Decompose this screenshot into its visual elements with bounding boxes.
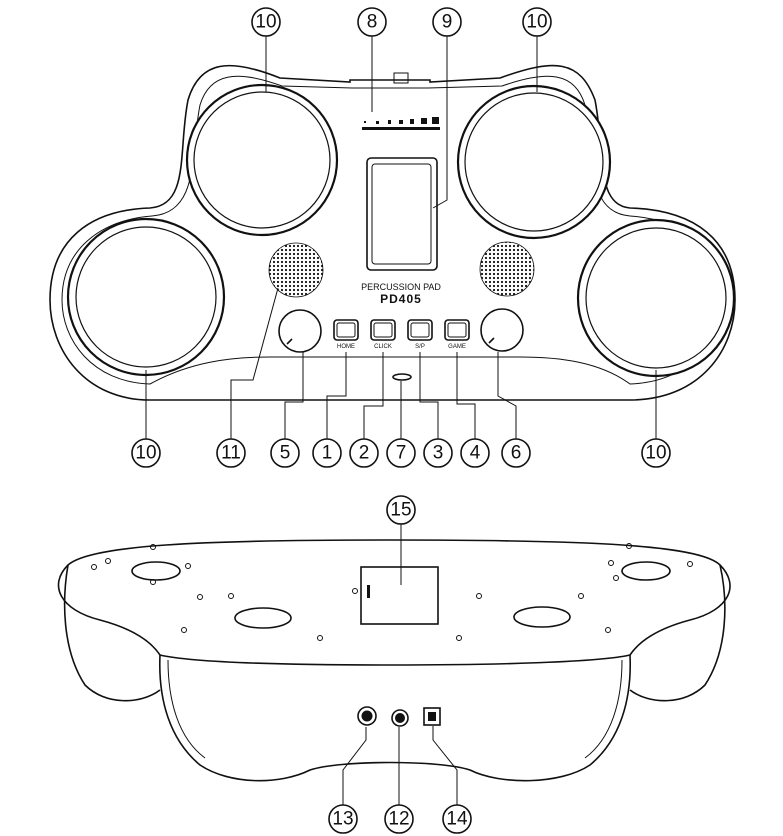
callout-3: 3 (423, 438, 453, 468)
home-button[interactable]: HOME (333, 319, 359, 350)
foot-back-left (131, 561, 181, 581)
pad-bottom-right[interactable] (576, 218, 736, 378)
level-indicator (362, 117, 440, 130)
volume-knob-left[interactable] (278, 309, 322, 353)
pad-top-left[interactable] (185, 83, 339, 237)
click-button[interactable]: CLICK (370, 319, 396, 350)
svg-text:10: 10 (255, 12, 276, 33)
top-view: PERCUSSION PAD PD405 HOME CLICK S/P (49, 7, 736, 468)
svg-text:GAME: GAME (448, 344, 466, 350)
display-screen (366, 157, 438, 271)
svg-text:10: 10 (526, 12, 547, 33)
callout-14: 14 (442, 804, 472, 834)
leader-lines-rear (342, 524, 458, 806)
svg-text:3: 3 (433, 443, 444, 464)
pad-top-right[interactable] (456, 84, 612, 240)
callout-5: 5 (270, 438, 300, 468)
rear-body-inner-line (167, 659, 206, 759)
callout-6: 6 (501, 438, 531, 468)
svg-text:S/P: S/P (415, 344, 425, 350)
sp-button[interactable]: S/P (407, 319, 433, 350)
callout-12: 12 (384, 804, 414, 834)
callout-8: 8 (357, 7, 387, 37)
rear-body-inner-line-right (584, 659, 623, 759)
callout-10-top-left: 10 (251, 7, 281, 37)
rear-body-left (63, 564, 161, 702)
rear-top-surface (57, 539, 731, 666)
callout-11: 11 (216, 438, 246, 468)
callout-4: 4 (460, 438, 490, 468)
foot-front-right (513, 606, 571, 628)
callout-10-bottom-left: 10 (131, 438, 161, 468)
callout-15: 15 (386, 495, 416, 525)
svg-text:4: 4 (470, 443, 481, 464)
callout-9: 9 (432, 7, 462, 37)
power-led (392, 373, 412, 381)
callout-10-top-right: 10 (522, 7, 552, 37)
model-name: PD405 (380, 292, 422, 306)
rear-body-right (629, 564, 726, 702)
svg-text:15: 15 (390, 500, 411, 521)
svg-text:6: 6 (511, 443, 522, 464)
speaker-left (268, 242, 324, 298)
svg-text:5: 5 (280, 443, 291, 464)
volume-knob-right[interactable] (480, 308, 524, 352)
svg-text:11: 11 (221, 443, 241, 464)
svg-text:2: 2 (359, 443, 370, 464)
callout-7: 7 (386, 438, 416, 468)
speaker-right (479, 241, 535, 297)
svg-text:13: 13 (332, 809, 353, 830)
svg-text:10: 10 (135, 443, 156, 464)
svg-text:12: 12 (388, 809, 409, 830)
svg-text:1: 1 (322, 443, 333, 464)
headphone-jack[interactable] (357, 706, 377, 726)
svg-text:14: 14 (446, 809, 468, 830)
callout-1: 1 (312, 438, 342, 468)
rear-body-front (158, 654, 632, 782)
callout-10-bottom-right: 10 (641, 438, 671, 468)
leader-lines-top (145, 33, 657, 440)
model-caption: PERCUSSION PAD (361, 282, 441, 292)
screws (91, 543, 693, 641)
svg-text:8: 8 (367, 12, 378, 33)
audio-in-jack[interactable] (391, 709, 409, 727)
battery-compartment[interactable] (360, 566, 439, 625)
svg-text:CLICK: CLICK (374, 344, 392, 350)
rear-view: 15 13 12 14 (57, 495, 731, 834)
dc-power-jack[interactable] (423, 707, 441, 726)
callout-13: 13 (328, 804, 358, 834)
svg-text:7: 7 (396, 443, 407, 464)
callout-2: 2 (349, 438, 379, 468)
top-notch (393, 72, 409, 84)
svg-text:HOME: HOME (337, 344, 355, 350)
foot-front-left (234, 607, 292, 629)
svg-text:9: 9 (442, 12, 453, 33)
pad-bottom-left[interactable] (66, 217, 226, 377)
foot-back-right (621, 561, 671, 581)
svg-text:10: 10 (645, 443, 666, 464)
game-button[interactable]: GAME (444, 319, 470, 350)
